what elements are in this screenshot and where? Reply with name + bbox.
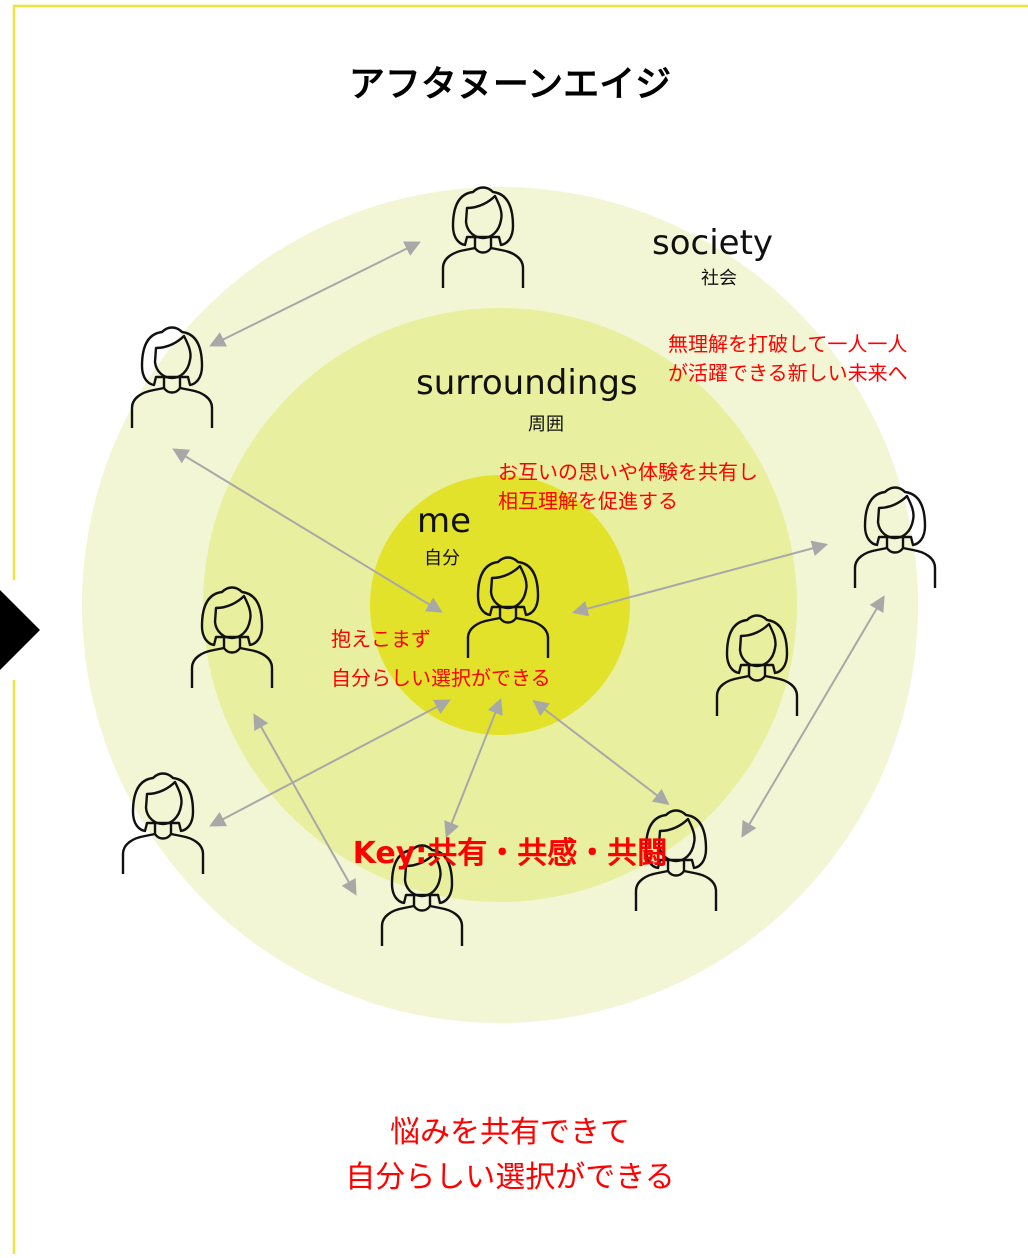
society-label: society — [652, 223, 774, 263]
bottom-message-line2: 自分らしい選択ができる — [345, 1160, 675, 1195]
double-arrow-icon — [209, 241, 421, 347]
arrow-left-icon — [0, 590, 40, 670]
surroundings-note-line2: 相互理解を促進する — [498, 489, 678, 513]
society-sub: 社会 — [701, 268, 737, 289]
double-arrow-icon — [571, 540, 829, 617]
double-arrow-icon — [172, 448, 443, 613]
society-note-line1: 無理解を打破して一人一人 — [668, 332, 908, 356]
double-arrow-icon — [253, 713, 357, 896]
me-sub: 自分 — [424, 548, 460, 569]
surroundings-label: surroundings — [416, 363, 638, 403]
bottom-message: 悩みを共有できて 自分らしい選択ができる — [240, 1110, 780, 1200]
me-note-line1: 抱えこまず — [331, 627, 431, 651]
double-arrow-icon — [444, 698, 503, 838]
double-arrow-icon — [532, 700, 670, 805]
frame-border — [12, 4, 1028, 1254]
surroundings-sub: 周囲 — [528, 414, 564, 435]
key-text: Key:共有・共感・共闘 — [352, 836, 668, 871]
me-note-line2: 自分らしい選択ができる — [331, 666, 551, 690]
surroundings-note-line1: お互いの思いや体験を共有し — [498, 460, 758, 484]
bottom-message-line1: 悩みを共有できて — [390, 1115, 630, 1150]
society-note-line2: が活躍できる新しい未来へ — [668, 361, 908, 385]
page-title: アフタヌーンエイジ — [348, 64, 672, 105]
double-arrow-icon — [741, 595, 885, 838]
me-label: me — [417, 501, 472, 541]
